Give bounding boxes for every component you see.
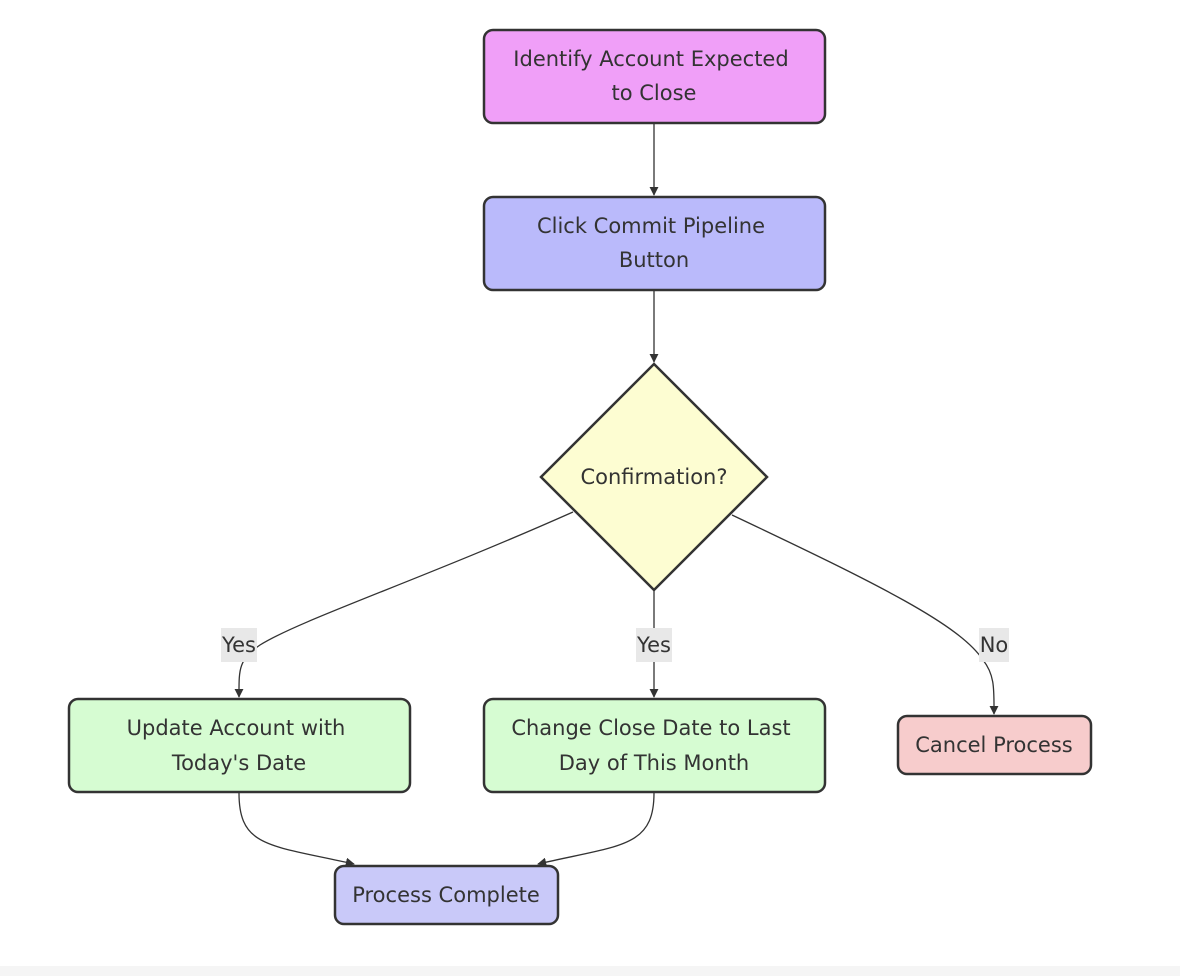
node-label: Cancel Process bbox=[915, 733, 1072, 757]
node-click-commit-pipeline[interactable]: Click Commit Pipeline Button bbox=[482, 195, 827, 292]
node-change-close-date[interactable]: Change Close Date to Last Day of This Mo… bbox=[482, 697, 827, 794]
node-label-line: Button bbox=[619, 248, 689, 272]
edge-confirm-to-cancel bbox=[731, 514, 999, 715]
node-label-line: Identify Account Expected bbox=[513, 47, 788, 71]
node-process-complete[interactable]: Process Complete bbox=[333, 864, 560, 926]
edge-label-yes-mid: Yes bbox=[636, 628, 672, 662]
node-label-line: Change Close Date to Last bbox=[511, 716, 790, 740]
node-cancel-process[interactable]: Cancel Process bbox=[896, 714, 1093, 776]
node-label: Process Complete bbox=[352, 883, 540, 907]
edge-label-no-right: No bbox=[979, 628, 1009, 662]
node-label-line: to Close bbox=[612, 81, 697, 105]
node-identify-account[interactable]: Identify Account Expected to Close bbox=[482, 28, 827, 125]
edges bbox=[234, 124, 999, 867]
edge-label-text: No bbox=[980, 633, 1009, 657]
edge-label-yes-left: Yes bbox=[221, 628, 257, 662]
edge-update-to-complete bbox=[238, 792, 355, 867]
node-confirmation-decision[interactable]: Confirmation? bbox=[539, 362, 769, 592]
bottom-strip bbox=[0, 966, 1180, 976]
node-update-account[interactable]: Update Account with Today's Date bbox=[67, 697, 412, 794]
edge-confirm-to-update bbox=[234, 511, 574, 698]
node-label-line: Click Commit Pipeline bbox=[537, 214, 765, 238]
node-label: Confirmation? bbox=[580, 465, 727, 489]
edge-label-text: Yes bbox=[221, 633, 256, 657]
edge-change-to-complete bbox=[537, 792, 655, 867]
node-label-line: Today's Date bbox=[171, 751, 306, 775]
edge-label-text: Yes bbox=[636, 633, 671, 657]
node-label-line: Day of This Month bbox=[559, 751, 749, 775]
node-label-line: Update Account with bbox=[127, 716, 346, 740]
